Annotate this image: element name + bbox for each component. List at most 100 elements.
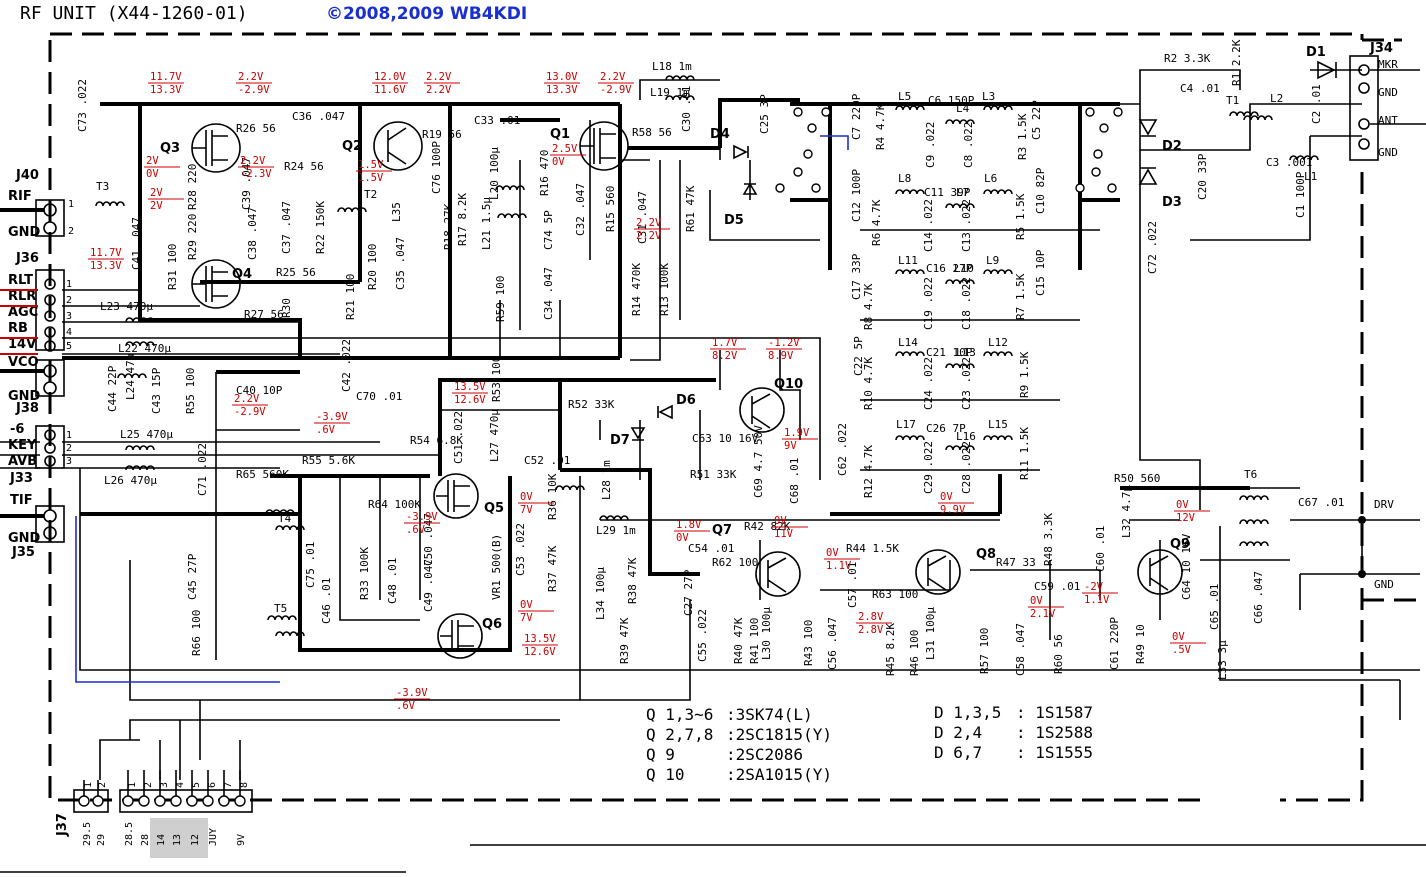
label-r3: R3 1.5K	[1016, 113, 1029, 160]
switch-contact-5	[811, 183, 821, 193]
label-l17: L17	[896, 418, 916, 431]
svg-text:11.7V: 11.7V	[90, 247, 122, 259]
label-l20: L20 100μ	[488, 147, 501, 200]
j35-pin-gnd: GND	[8, 531, 41, 546]
label-c60: C60 .01	[1094, 526, 1107, 572]
j37-bottom-label: 13	[172, 834, 183, 846]
coil-7	[895, 105, 925, 111]
label-r52: R52 33K	[568, 398, 615, 411]
svg-text:2.2V: 2.2V	[238, 71, 264, 83]
label-r49: R49 10	[1134, 624, 1147, 664]
transistor-q1: Q1	[550, 121, 629, 171]
label-r42: R42 82K	[744, 520, 791, 533]
j37-pin	[154, 795, 166, 807]
svg-text:.6V: .6V	[396, 700, 416, 712]
coil-36	[495, 185, 525, 191]
label-r64: R64 100K	[368, 498, 421, 511]
svg-text:13.3V: 13.3V	[90, 260, 122, 272]
coil-34	[1239, 519, 1269, 525]
label-r57: R57 100	[978, 628, 991, 674]
svg-text:2V: 2V	[150, 187, 163, 199]
j37-pin	[122, 795, 134, 807]
label-l3: L3	[982, 90, 995, 103]
band-switch-contacts	[775, 107, 1123, 193]
voltage-q9_l: -2V1.1V	[1082, 581, 1118, 606]
label-c19: C19 .022	[922, 277, 935, 330]
svg-text:4: 4	[66, 327, 72, 338]
svg-text:13.5V: 13.5V	[454, 381, 486, 393]
label-c18: C18 .022	[960, 277, 973, 330]
label-c54: C54 .01	[688, 542, 734, 555]
svg-text:11V: 11V	[774, 528, 794, 540]
coil-21	[983, 435, 1013, 441]
svg-text:2: 2	[66, 295, 72, 306]
voltage-q8_c: 0V9.9V	[938, 491, 974, 516]
label-c36: C36 .047	[292, 110, 345, 123]
coil-0	[665, 75, 695, 81]
svg-text:0V: 0V	[774, 515, 787, 527]
label-l24: L24 47μ	[124, 353, 137, 400]
voltage-q1_r: 2.2V-2.9V	[598, 71, 634, 96]
svg-text:Q5: Q5	[484, 501, 504, 516]
transistor-q9: Q9	[1137, 537, 1190, 595]
label-l35: L35	[390, 202, 403, 222]
j37-pin	[170, 795, 182, 807]
svg-text:1: 1	[66, 430, 72, 441]
label-c69: C69 4.7 50V	[752, 425, 765, 498]
j33-pin-key: KEY	[8, 438, 37, 453]
label-r22: R22 150K	[314, 201, 327, 254]
voltage-q3_g2: 2.2V-2.3V	[238, 155, 274, 180]
label-l19: L19 1m	[650, 86, 690, 99]
label-l1: L1	[1304, 170, 1317, 183]
svg-text:1.7V: 1.7V	[712, 337, 738, 349]
svg-text:Q2: Q2	[342, 139, 362, 154]
coil-13	[895, 269, 925, 275]
label-c71: C71 .022	[196, 443, 209, 496]
coil-32	[599, 515, 629, 521]
svg-text:2V: 2V	[150, 200, 163, 212]
switch-contact-8	[1113, 107, 1123, 117]
svg-text:0V: 0V	[552, 156, 565, 168]
blue-wire-filter	[820, 135, 849, 150]
j37-pin	[202, 795, 214, 807]
label-c70: C70 .01	[356, 390, 402, 403]
j35-pin-tif: TIF	[10, 493, 33, 508]
svg-text:2.2V: 2.2V	[234, 393, 260, 405]
svg-text:0V: 0V	[826, 547, 839, 559]
label-r6: R6 4.7K	[870, 199, 883, 246]
diode-d4: D4	[710, 127, 749, 160]
svg-text:Q8: Q8	[976, 547, 996, 562]
coil-6	[1229, 111, 1259, 117]
label-c50: C50 .047	[422, 513, 435, 566]
connector-j33: -6 KEY AVB J33 123	[0, 422, 72, 486]
label-c52: C52 .01	[524, 454, 570, 467]
label-l2: L2	[1270, 92, 1283, 105]
label-r4: R4 4.7K	[874, 103, 887, 150]
diode-d5: D5	[724, 182, 758, 228]
svg-text:2.2V: 2.2V	[426, 84, 452, 96]
label-c6: C6 150P	[928, 94, 975, 107]
label-r11: R11 1.5K	[1018, 427, 1031, 480]
label-vr1: VR1 500(B)	[490, 534, 503, 600]
voltage-q10_l: 1.7V8.2V	[710, 337, 746, 362]
legend-transistor-type: :3SK74(L)	[726, 705, 813, 724]
label-c61: C61 220P	[1108, 617, 1121, 670]
board-outline-right	[1362, 38, 1426, 602]
label-l22: L22 470μ	[118, 342, 171, 355]
blue-wire-tif	[75, 516, 280, 683]
label-l15: L15	[988, 418, 1008, 431]
j40-pin-rif: RIF	[8, 189, 32, 204]
j35-label: J35	[11, 545, 35, 560]
transistor-q8: Q8	[915, 547, 996, 595]
diode-d2: D2	[1138, 119, 1182, 154]
label-c49: C49 .047	[422, 559, 435, 612]
label-l8: L8	[898, 172, 911, 185]
coil-2	[95, 201, 125, 207]
svg-text:2V: 2V	[146, 155, 159, 167]
